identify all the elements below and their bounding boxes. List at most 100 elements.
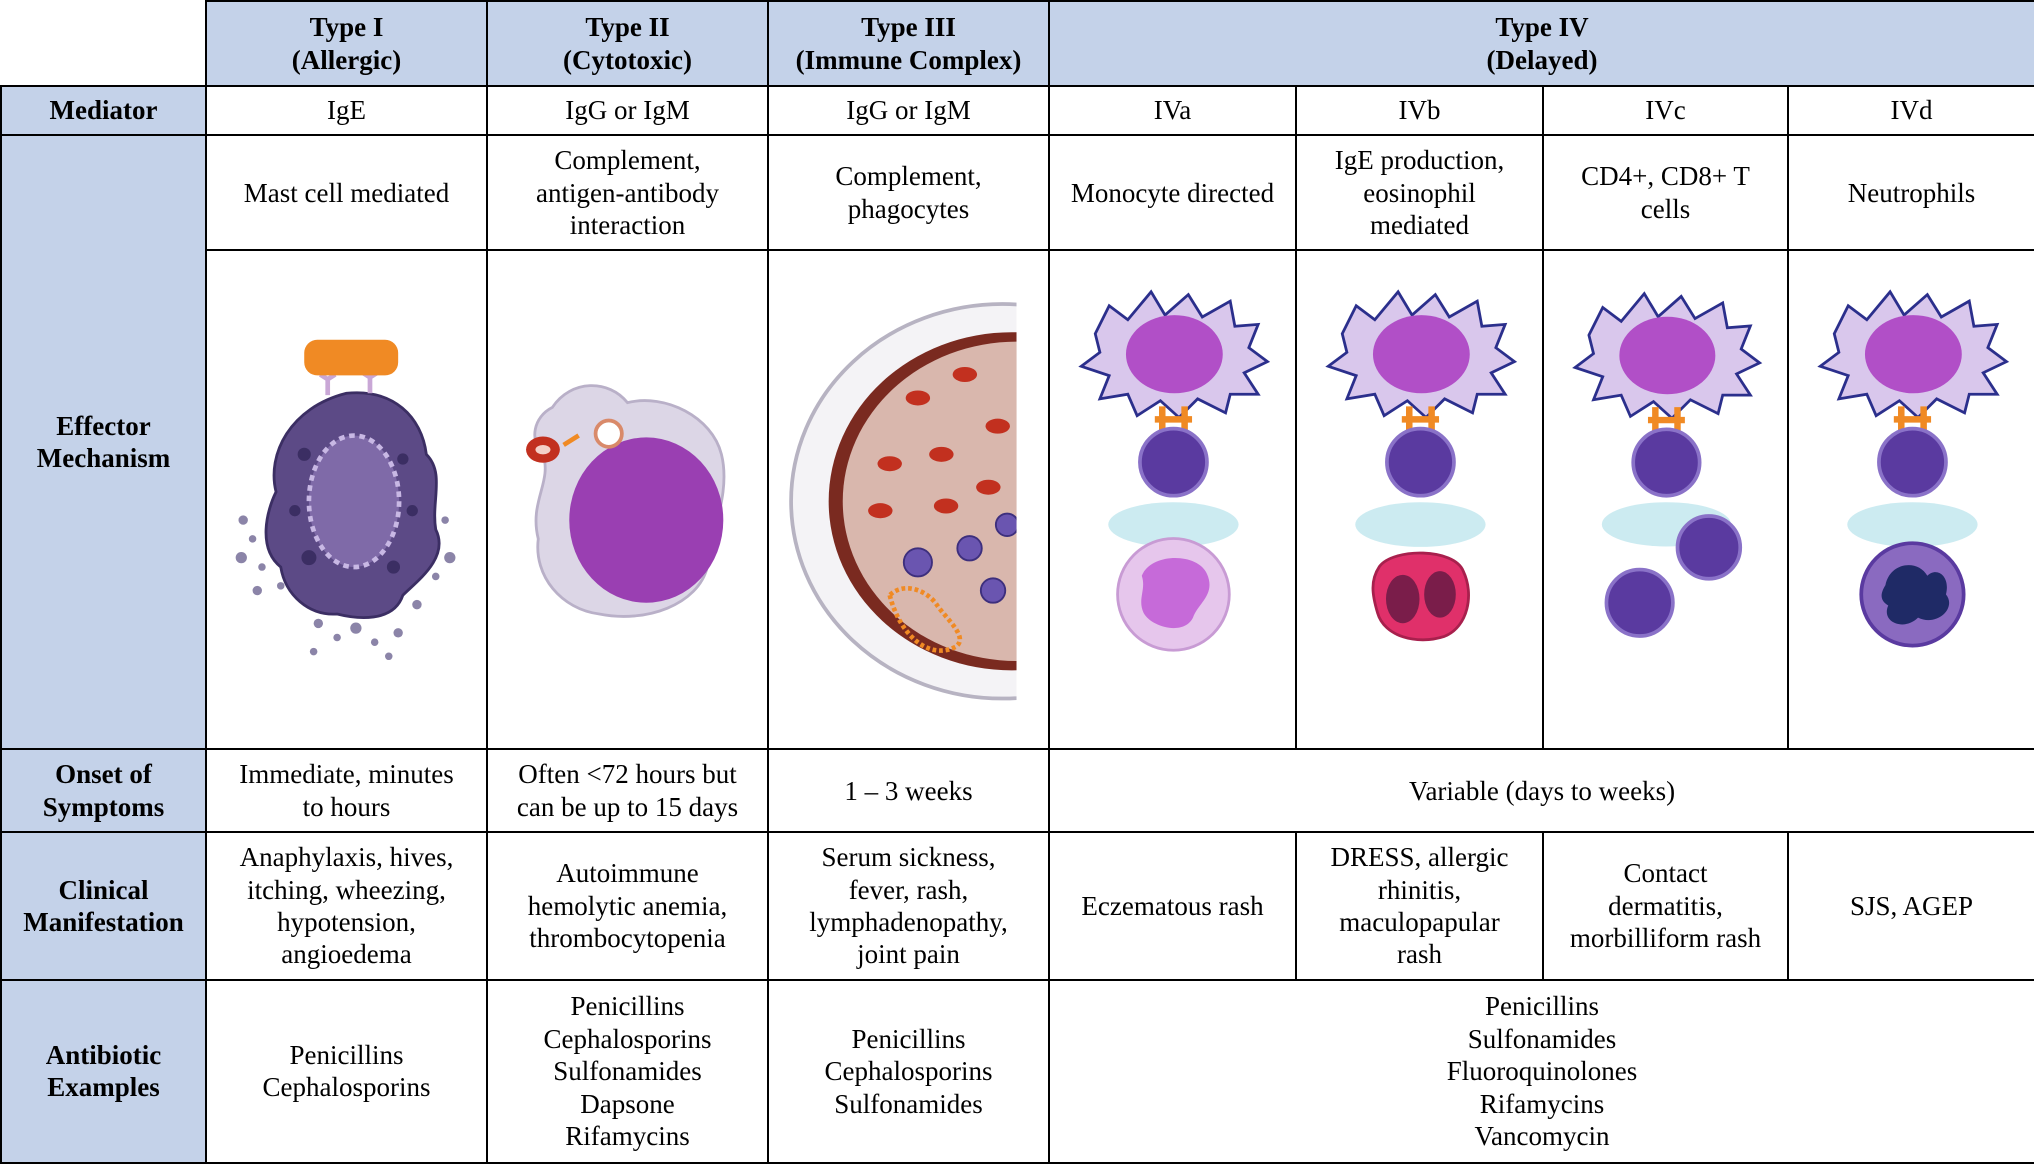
- t-cell: [1877, 427, 1948, 498]
- text-line: Monocyte directed: [1070, 177, 1275, 208]
- phagocytes: [902, 512, 1017, 605]
- text-line: eosinophil: [1363, 177, 1476, 208]
- vessel-lumen: [842, 342, 1017, 662]
- text-line: thrombocytopenia: [529, 923, 726, 954]
- text-line: CD4+, CD8+ T: [1581, 161, 1750, 192]
- text-line: antigen-antibody: [536, 177, 719, 208]
- mast-cell-nucleus: [306, 433, 402, 570]
- clinical-type-iii: Serum sickness,fever, rash,lymphadenopat…: [767, 831, 1050, 981]
- text-line: Clinical: [58, 874, 149, 905]
- text-line: hypotension,: [277, 907, 416, 938]
- header-type-i: Type I(Allergic): [205, 0, 488, 88]
- text-line: Type IV: [1495, 12, 1589, 43]
- degranulation-granules: [235, 515, 456, 661]
- text-line: IgE production,: [1334, 145, 1505, 176]
- text-line: Onset of: [55, 759, 152, 790]
- helper-t-cell: [1604, 568, 1675, 639]
- text-line: interaction: [569, 210, 686, 240]
- row-label-mediator: Mediator: [0, 85, 207, 137]
- text-line: Immediate, minutes: [239, 759, 454, 790]
- text-line: Examples: [47, 1072, 160, 1103]
- text-line: dermatitis,: [1608, 890, 1723, 921]
- text-line: mediated: [1370, 210, 1469, 240]
- text-line: Effector: [56, 410, 151, 441]
- text-line: Neutrophils: [1847, 177, 1976, 208]
- tcr-mhc-complex: [1154, 406, 1193, 433]
- text-line: SJS, AGEP: [1849, 890, 1974, 921]
- text-line: Penicillins: [851, 1023, 966, 1054]
- t-cell: [1385, 427, 1456, 498]
- text-line: Penicillins: [289, 1039, 404, 1070]
- text-line: DRESS, allergic: [1330, 842, 1509, 873]
- immune-complex-vessel-illustration: [767, 249, 1050, 751]
- red-blood-cells: [868, 367, 1010, 519]
- eosinophil-activation-illustration: [1295, 249, 1544, 751]
- monocyte-activation-illustration: [1048, 249, 1297, 751]
- phagocytosed-particle-icon: [593, 419, 624, 450]
- text-line: phagocytes: [847, 193, 970, 224]
- text-line: Anaphylaxis, hives,: [239, 842, 454, 873]
- text-line: joint pain: [857, 939, 960, 970]
- effector-type-iii: Complement,phagocytes: [767, 134, 1050, 252]
- text-line: rhinitis,: [1377, 874, 1462, 905]
- text-line: Mechanism: [36, 443, 171, 474]
- text-line: Variable (days to weeks): [1408, 775, 1676, 806]
- text-line: Type I: [309, 12, 384, 43]
- text-line: hemolytic anemia,: [527, 890, 728, 921]
- text-line: Complement,: [835, 161, 982, 192]
- mediator-ivd: IVd: [1786, 85, 2034, 137]
- mast-cell-illustration: [205, 249, 488, 751]
- allergen-icon: [304, 340, 399, 376]
- text-line: (Immune Complex): [795, 44, 1022, 75]
- cytotoxic-t-cell: [1675, 514, 1743, 582]
- text-line: Contact: [1623, 858, 1708, 889]
- t-cell-activation-illustration: [1542, 249, 1789, 751]
- text-line: fever, rash,: [848, 874, 969, 905]
- t-cell: [1631, 427, 1702, 498]
- text-line: Fluoroquinolones: [1446, 1056, 1638, 1087]
- clinical-ivd: SJS, AGEP: [1786, 831, 2034, 981]
- text-line: angioedema: [281, 939, 412, 970]
- text-line: Penicillins: [1485, 991, 1600, 1022]
- monocyte-nucleus: [1141, 558, 1210, 629]
- effector-iva: Monocyte directed: [1048, 134, 1297, 252]
- apc-nucleus: [1125, 315, 1223, 394]
- text-line: Cephalosporins: [543, 1023, 712, 1054]
- text-line: Rifamycins: [1479, 1088, 1605, 1119]
- text-line: Mast cell mediated: [243, 177, 450, 208]
- header-type-iv: Type IV(Delayed): [1047, 0, 2034, 88]
- onset-type-iv: Variable (days to weeks): [1047, 748, 2034, 834]
- cytokine-cloud: [1108, 502, 1239, 548]
- mediator-type-iii: IgG or IgM: [767, 85, 1050, 137]
- clinical-type-i: Anaphylaxis, hives,itching, wheezing,hyp…: [205, 831, 488, 981]
- text-line: Cephalosporins: [262, 1072, 431, 1103]
- mediator-type-i: IgE: [205, 85, 488, 137]
- text-line: morbilliform rash: [1569, 923, 1762, 954]
- text-line: Often <72 hours but: [518, 759, 737, 790]
- text-line: (Cytotoxic): [563, 44, 692, 75]
- text-line: Serum sickness,: [821, 842, 996, 873]
- t-cell: [1138, 427, 1209, 498]
- text-line: to hours: [302, 791, 391, 822]
- text-line: lymphadenopathy,: [809, 907, 1008, 938]
- text-line: Type III: [861, 12, 956, 43]
- text-line: Symptoms: [42, 791, 165, 822]
- cytotoxic-cell-illustration: [486, 249, 769, 751]
- text-line: maculopapular: [1339, 907, 1500, 938]
- mediator-type-ii: IgG or IgM: [486, 85, 769, 137]
- effector-type-i: Mast cell mediated: [205, 134, 488, 252]
- text-line: Autoimmune: [556, 858, 699, 889]
